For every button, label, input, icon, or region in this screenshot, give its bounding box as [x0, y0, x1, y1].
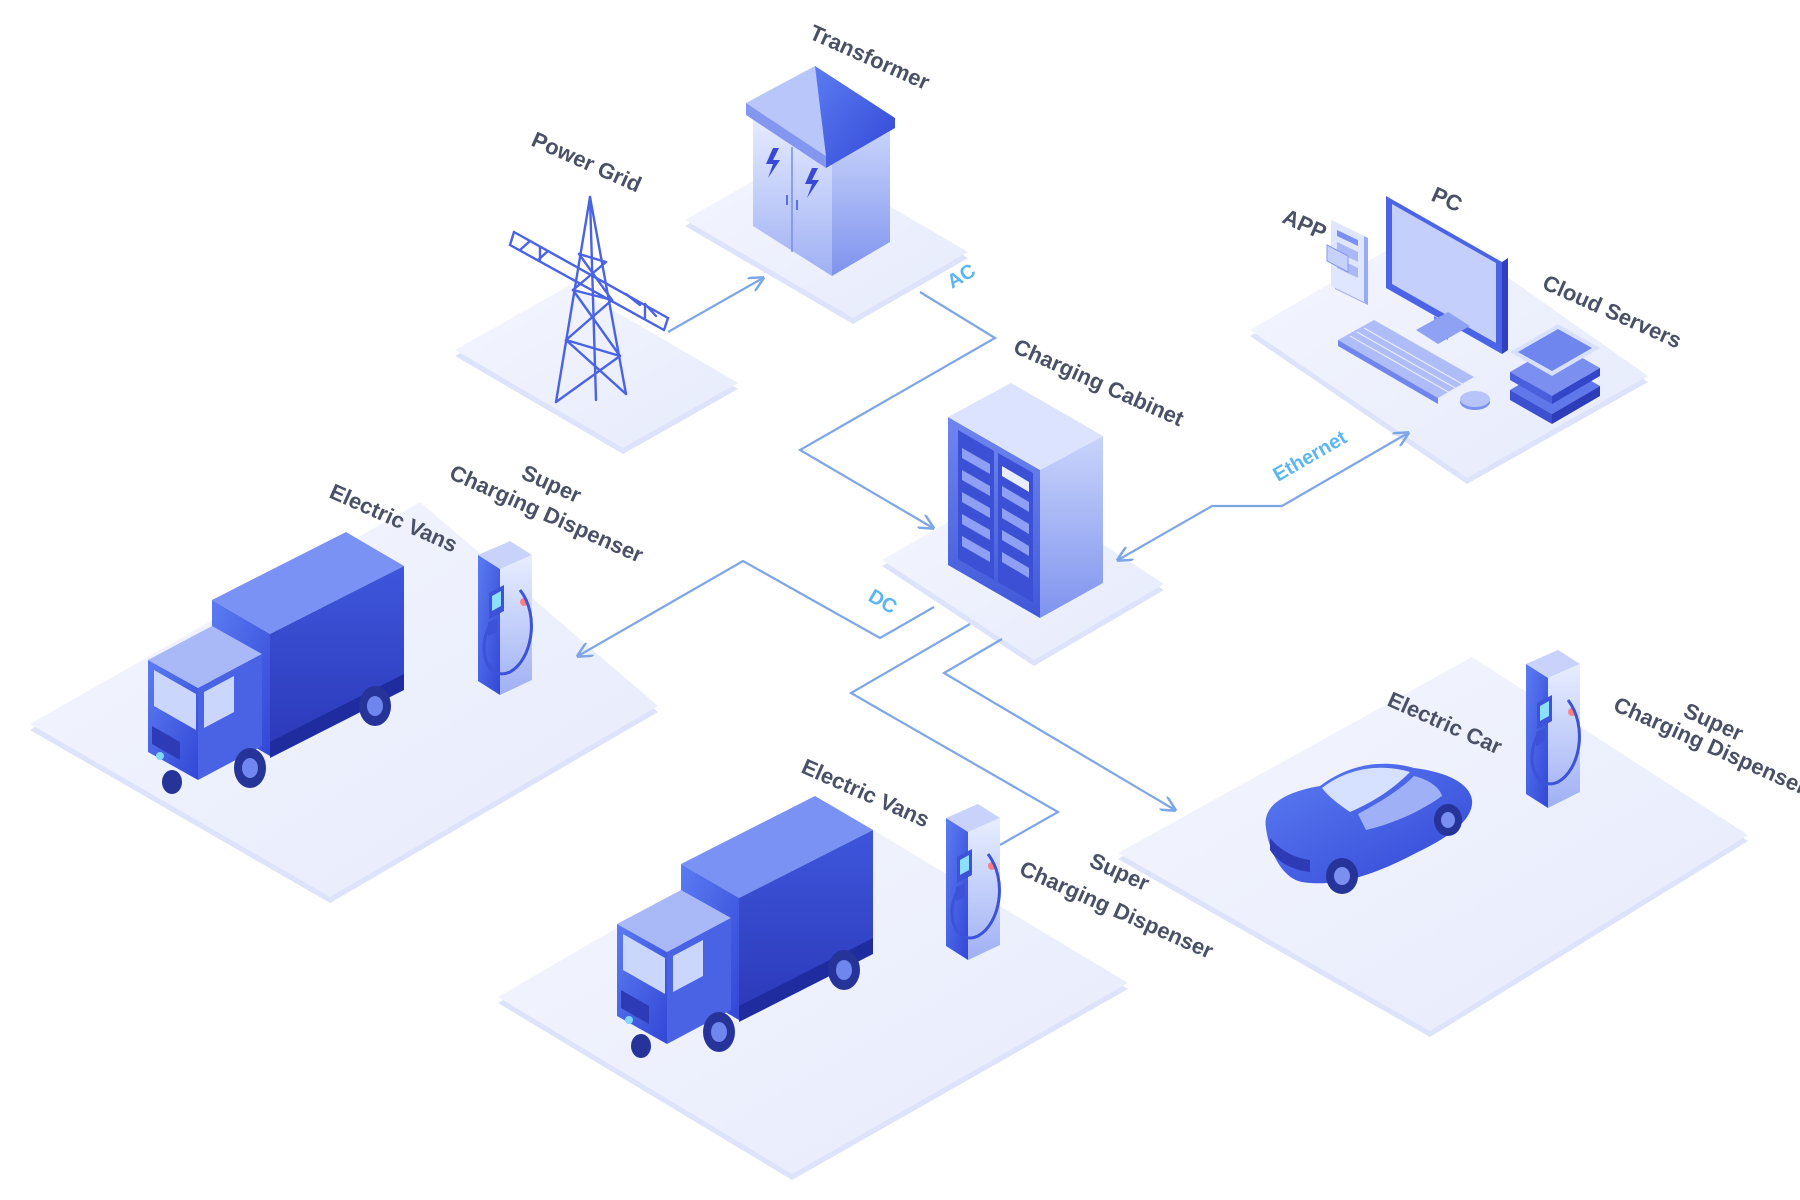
wire-dc-right — [941, 638, 1175, 810]
power-grid-tower-icon — [508, 195, 670, 404]
wire-cabinet-to-control — [1118, 433, 1408, 560]
pc-monitor-icon — [1386, 196, 1508, 354]
keyboard-icon — [1338, 320, 1474, 404]
electric-van-left-icon — [148, 532, 404, 794]
label-power-grid: Power Grid — [528, 127, 645, 198]
label-pc: PC — [1428, 182, 1466, 217]
app-phone-icon — [1326, 220, 1368, 305]
wire-transformer-to-cabinet — [797, 291, 998, 528]
electric-van-mid-icon — [617, 796, 873, 1058]
charging-dispenser-mid-icon — [946, 804, 1001, 960]
transformer-icon — [746, 66, 895, 276]
connections — [578, 278, 1408, 846]
label-ethernet: Ethernet — [1270, 427, 1352, 487]
charging-dispenser-right-icon — [1526, 650, 1581, 808]
label-dc: DC — [865, 585, 901, 618]
platform-power-grid — [455, 285, 738, 454]
charging-dispenser-left-icon — [478, 541, 533, 695]
wire-grid-to-transformer — [667, 278, 763, 333]
cloud-servers-icon — [1510, 324, 1600, 424]
mouse-icon — [1460, 391, 1490, 410]
charging-cabinet-icon — [948, 383, 1103, 618]
wire-dc-mid — [848, 623, 1061, 846]
electric-car-icon — [1265, 763, 1473, 894]
wire-dc-left — [578, 559, 935, 656]
label-app: APP — [1279, 204, 1331, 245]
